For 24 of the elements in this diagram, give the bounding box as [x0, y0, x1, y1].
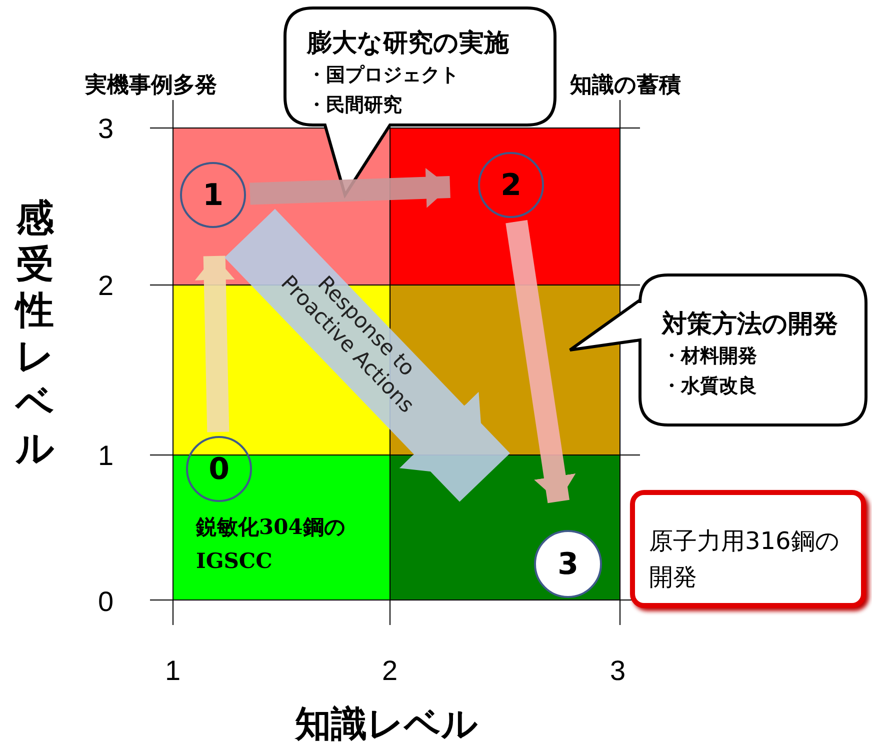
callout-bullet: ・材料開発: [662, 344, 757, 369]
axis-title: 知識レベル: [295, 702, 478, 747]
axis-tick-label: 2: [382, 655, 398, 687]
corner-label: 実機事例多発: [85, 71, 217, 100]
callout-bullet: ・水質改良: [662, 374, 757, 399]
callout-bullet: ・国プロジェクト: [307, 63, 459, 88]
axis-tick-label: 0: [98, 586, 114, 618]
callout-heading: 膨大な研究の実施: [307, 27, 509, 59]
axis-tick-label: 2: [98, 270, 114, 302]
arrow: [250, 168, 450, 208]
cell-note: 鋭敏化304鋼のIGSCC: [196, 513, 347, 575]
arrow: [194, 256, 235, 432]
corner-label: 知識の蓄積: [570, 71, 681, 100]
numbered-circle: 2: [478, 152, 544, 218]
axis-tick-label: 3: [610, 655, 626, 687]
callout-bullet: ・民間研究: [307, 93, 402, 118]
axis-tick-label: 1: [98, 440, 114, 472]
axis-tick-label: 3: [98, 113, 114, 145]
axis-title: 感受性レベル: [14, 195, 56, 471]
callout-heading: 対策方法の開発: [662, 308, 838, 340]
axis-tick-label: 1: [165, 655, 181, 687]
numbered-circle: 1: [180, 162, 246, 228]
highlight-box: 原子力用316鋼の開発: [630, 490, 866, 608]
numbered-circle: 0: [186, 436, 252, 502]
